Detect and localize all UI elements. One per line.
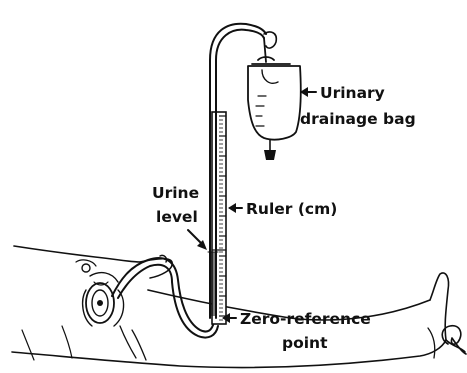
ruler-label: Ruler (cm): [246, 200, 337, 218]
catheter-insertion-site: [76, 260, 124, 326]
zero-reference-label-group: Zero-reference point: [222, 310, 371, 352]
urine-level-label-group: Urine level: [152, 184, 207, 250]
patient-body: [12, 246, 465, 368]
zero-label-line1: Zero-reference: [240, 310, 371, 328]
left-arrow-icon: [300, 87, 316, 97]
urine-label-line1: Urine: [152, 184, 199, 202]
pointer-arrow-icon: [188, 230, 207, 250]
urine-label-line2: level: [156, 208, 198, 226]
bag-label-line2: drainage bag: [300, 110, 416, 128]
drainage-bag: [248, 38, 301, 160]
catheter-tubing: [112, 255, 218, 337]
zero-label-line2: point: [282, 334, 328, 352]
bag-label-group: Urinary drainage bag: [300, 84, 416, 128]
bag-label-line1: Urinary: [320, 84, 385, 102]
ruler-label-group: Ruler (cm): [228, 200, 337, 218]
left-arrow-icon: [228, 203, 242, 213]
